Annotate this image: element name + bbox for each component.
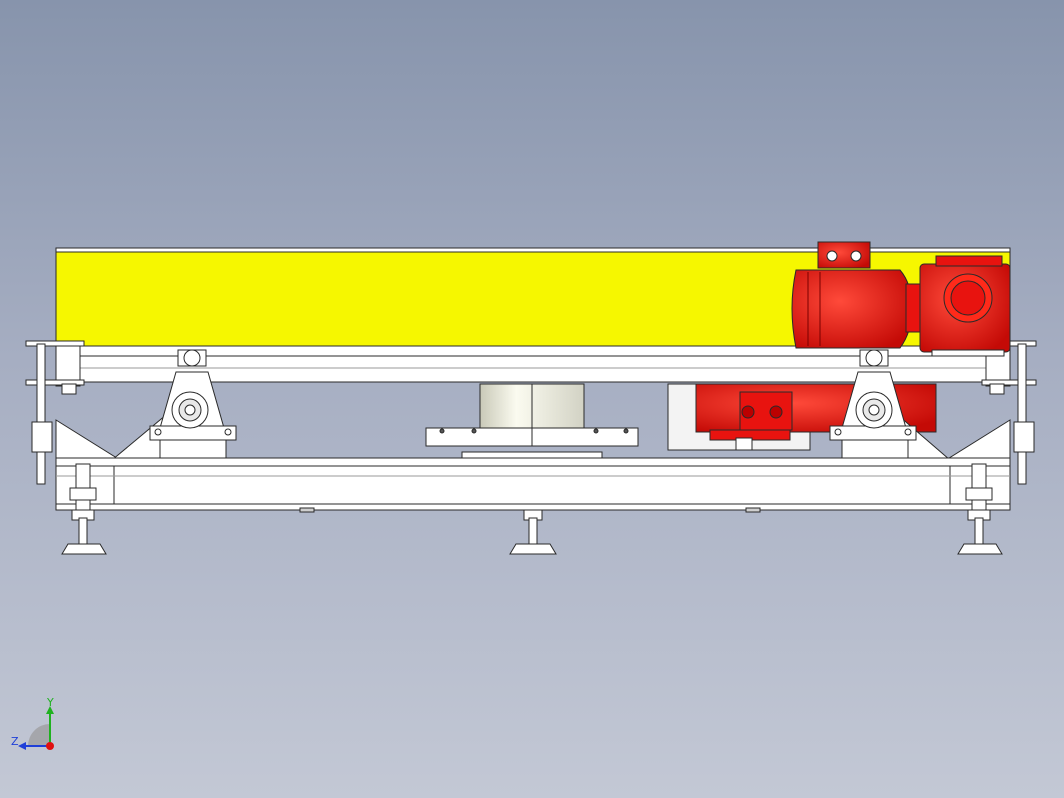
- upper-frame-rail: [55, 345, 1011, 387]
- base-frame: [55, 408, 1011, 513]
- right-bearing-support: [829, 349, 917, 459]
- left-bearing-support: [149, 349, 237, 459]
- z-axis-arrowhead-icon: [18, 742, 26, 750]
- coordinate-triad: [18, 706, 54, 750]
- z-axis-label: Z: [11, 735, 19, 748]
- rear-gear-motor: [667, 383, 937, 451]
- y-axis-arrowhead-icon: [46, 706, 54, 714]
- left-tension-rod: [25, 340, 85, 485]
- leveling-foot-center: [509, 509, 557, 555]
- triad-plane-icon: [28, 724, 50, 746]
- y-axis-label: Y: [47, 696, 54, 709]
- x-axis-dot-icon: [46, 742, 54, 750]
- drive-gear-motor: [791, 241, 1011, 357]
- central-drum: [425, 383, 639, 461]
- leveling-foot-left: [61, 463, 107, 555]
- leveling-foot-right: [957, 463, 1003, 555]
